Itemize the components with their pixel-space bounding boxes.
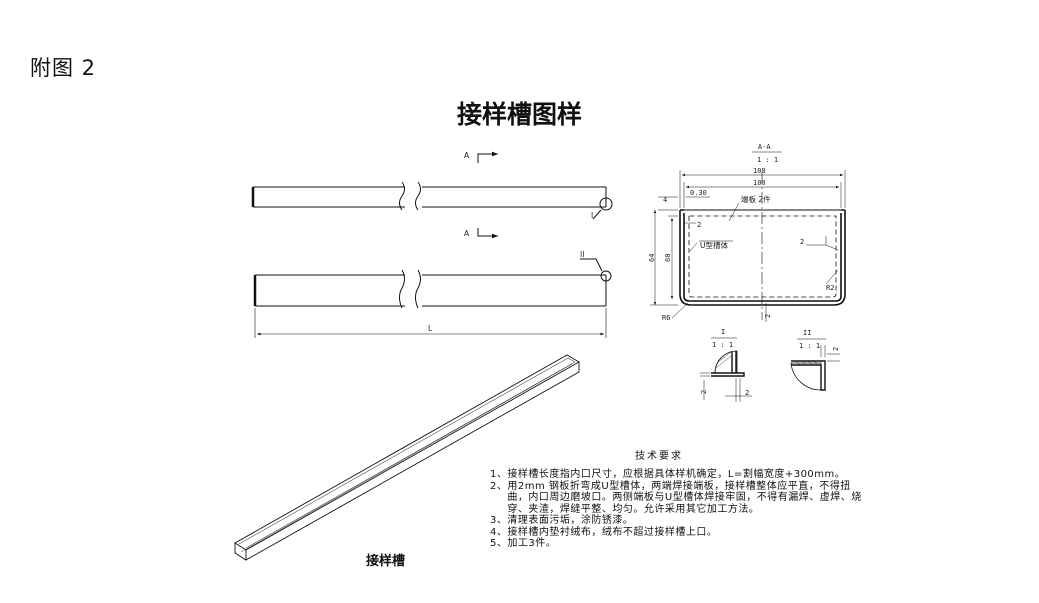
detail-ref-II: II xyxy=(580,250,584,259)
callout-end-plate: 端板 2件 xyxy=(741,194,771,204)
length-label: L xyxy=(428,324,433,333)
callout-weld-size: 2 xyxy=(697,221,701,229)
list-item: 3、 清理表面污垢，涂防锈漆。 xyxy=(490,515,870,527)
list-item-text: 接样槽长度指内口尺寸，应根据具体样机确定，L=割幅宽度+300mm。 xyxy=(507,469,846,480)
detail-ref-I: I xyxy=(591,211,593,220)
dim-inner-height: 60 xyxy=(664,254,672,262)
list-item-number: 3、 xyxy=(490,515,508,526)
tech-requirements-heading: 技术要求 xyxy=(635,451,683,462)
detail-I-title: I xyxy=(721,328,725,336)
section-cut-arrow-top xyxy=(477,151,498,163)
plan-view xyxy=(253,258,612,338)
section-arrow-label-top: A xyxy=(464,151,470,160)
elevation-view-top xyxy=(251,181,613,220)
figure-label: 附图 2 xyxy=(30,56,97,80)
section-cut-arrow-bottom xyxy=(477,228,498,239)
radius-inner: R2 xyxy=(826,284,834,292)
list-item-number: 2、 xyxy=(490,480,508,492)
section-title-scale: 1 : 1 xyxy=(757,156,778,164)
section-view-aa xyxy=(650,151,846,322)
callout-u-body: U型槽体 xyxy=(700,240,728,250)
list-item: 5、 加工3件。 xyxy=(490,538,870,550)
list-item-text: 用2mm 钢板折弯成U型槽体，两端焊接端板，接样槽整体应平直，不得扭曲，内口周边… xyxy=(507,480,862,515)
detail-circle-I xyxy=(599,197,613,211)
list-item-number: 4、 xyxy=(490,526,508,538)
list-item-text: 接样槽内垫衬绒布，绒布不超过接样槽上口。 xyxy=(507,526,718,538)
dim-bottom-thickness: 2 xyxy=(764,314,772,318)
list-item: 2、 用2mm 钢板折弯成U型槽体，两端焊接端板，接样槽整体应平直，不得扭曲，内… xyxy=(490,481,870,516)
dim-offset: 0.30 xyxy=(690,189,707,197)
dim-left-small: 4 xyxy=(663,196,667,204)
isometric-view xyxy=(234,354,580,561)
section-arrow-label-bottom: A xyxy=(464,229,470,238)
detail-circle-II xyxy=(600,270,612,282)
detail-I-dim-b: 2 xyxy=(745,389,749,397)
detail-II-scale: 1 : 1 xyxy=(799,342,820,350)
dim-outer-width: 108 xyxy=(753,167,766,175)
isometric-caption: 接样槽 xyxy=(366,554,406,569)
detail-II-title: II xyxy=(803,329,811,337)
drawing-title: 接样槽图样 xyxy=(456,100,582,129)
list-item-text: 加工3件。 xyxy=(507,538,557,549)
list-item: 4、 接样槽内垫衬绒布，绒布不超过接样槽上口。 xyxy=(490,527,870,539)
radius-outer: R6 xyxy=(662,314,670,322)
list-item-number: 5、 xyxy=(490,538,508,549)
tech-requirements-list: 1、 接样槽长度指内口尺寸，应根据具体样机确定，L=割幅宽度+300mm。 2、… xyxy=(490,469,870,550)
detail-I-dim-a: 2 xyxy=(700,390,708,394)
dim-inner-width: 100 xyxy=(753,179,766,187)
detail-I-scale: 1 : 1 xyxy=(712,341,733,349)
detail-II-dim-a: 2 xyxy=(832,347,840,351)
list-item-number: 1、 xyxy=(490,469,508,480)
list-item: 1、 接样槽长度指内口尺寸，应根据具体样机确定，L=割幅宽度+300mm。 xyxy=(490,469,870,481)
list-item-text: 清理表面污垢，涂防锈漆。 xyxy=(507,515,634,526)
detail-view-II xyxy=(790,338,840,391)
dim-outer-height: 64 xyxy=(648,254,656,262)
callout-weld-mark: 2 xyxy=(800,238,804,246)
detail-view-I xyxy=(700,337,752,402)
section-title-top: A-A xyxy=(758,143,771,151)
